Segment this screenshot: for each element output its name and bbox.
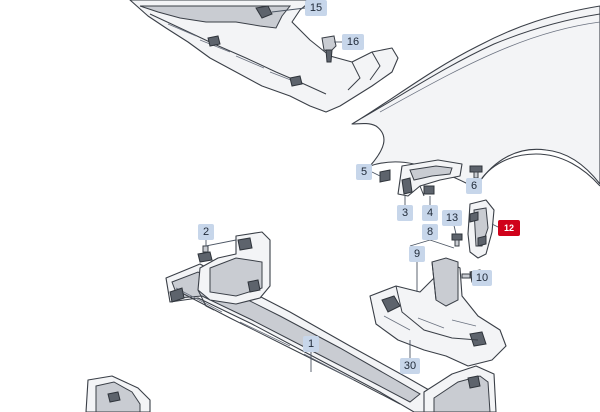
callout-9-label: 9 — [414, 248, 420, 260]
part-12-guide-bracket — [467, 199, 495, 259]
part-16-clip — [321, 35, 337, 63]
callout-4-label: 4 — [427, 207, 433, 219]
callout-5-label: 5 — [361, 166, 367, 178]
callout-9[interactable]: 9 — [409, 246, 425, 262]
lower-left-bracket — [85, 375, 151, 412]
callout-1-label: 1 — [308, 338, 314, 350]
callout-16[interactable]: 16 — [342, 34, 364, 50]
part-6-screw — [469, 165, 483, 179]
fender-panel — [351, 5, 600, 187]
callout-8-label: 8 — [427, 226, 433, 238]
callout-3-label: 3 — [402, 207, 408, 219]
callout-1[interactable]: 1 — [303, 336, 319, 352]
callout-10-label: 10 — [476, 272, 488, 284]
part-30-bumper-bracket — [369, 257, 507, 367]
leader-lines — [205, 7, 501, 372]
callout-4[interactable]: 4 — [422, 205, 438, 221]
part-2-bolt — [197, 245, 213, 263]
callout-12[interactable]: 12 — [498, 220, 520, 236]
callout-2-label: 2 — [203, 226, 209, 238]
right-crash-box — [423, 365, 497, 412]
part-13-screw — [451, 233, 463, 247]
callout-6[interactable]: 6 — [466, 178, 482, 194]
part-3-bracket — [397, 159, 463, 197]
callout-5[interactable]: 5 — [356, 164, 372, 180]
callout-8[interactable]: 8 — [422, 224, 438, 240]
part-15-upper-cover — [129, 0, 399, 113]
callout-15[interactable]: 15 — [305, 0, 327, 16]
callout-30[interactable]: 30 — [400, 358, 420, 374]
callout-2[interactable]: 2 — [198, 224, 214, 240]
callout-30-label: 30 — [404, 360, 416, 372]
callout-15-label: 15 — [310, 2, 322, 14]
left-crash-box — [197, 231, 271, 311]
part-5-clip — [379, 169, 391, 183]
callout-13[interactable]: 13 — [442, 210, 462, 226]
callout-13-label: 13 — [446, 212, 458, 224]
part-4-nut — [423, 185, 435, 195]
callout-3[interactable]: 3 — [397, 205, 413, 221]
callout-12-label: 12 — [504, 223, 514, 233]
callout-16-label: 16 — [347, 36, 359, 48]
callout-6-label: 6 — [471, 180, 477, 192]
callout-10[interactable]: 10 — [472, 270, 492, 286]
